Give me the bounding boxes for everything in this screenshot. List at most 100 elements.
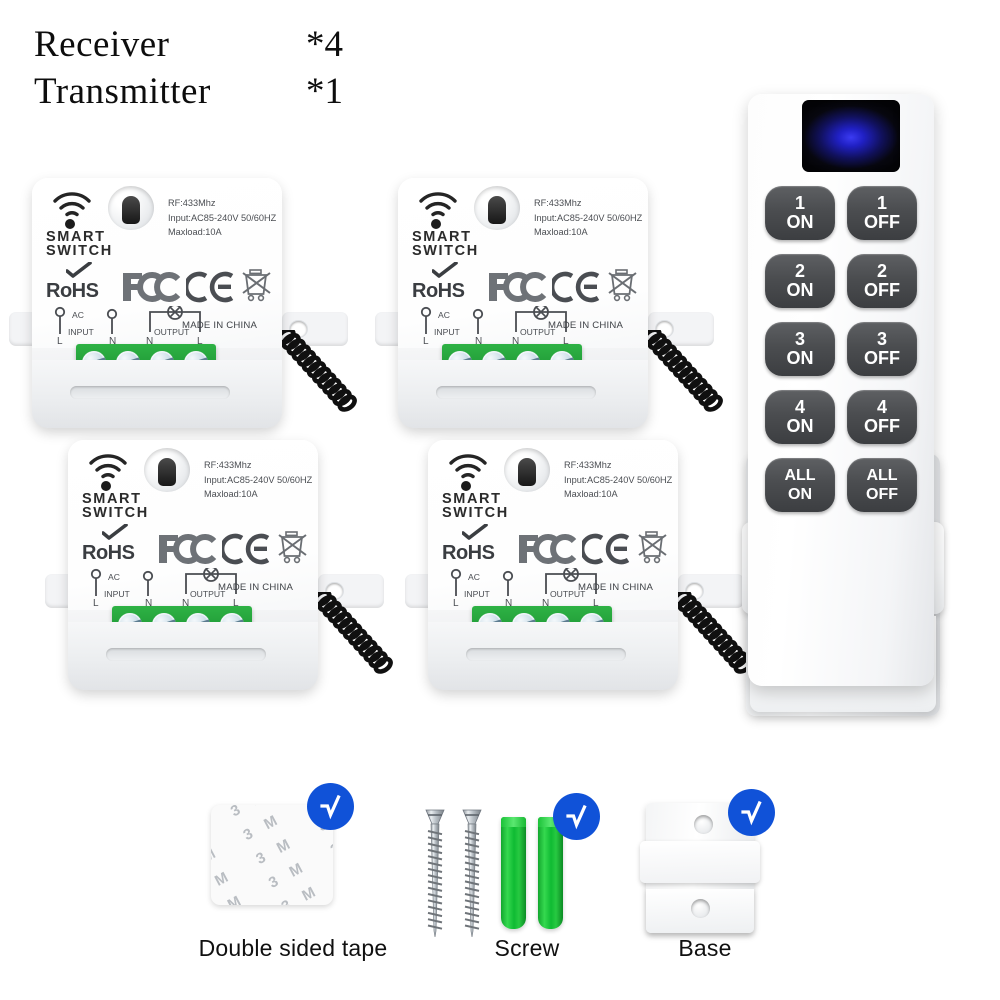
terminal-label-3: L: [563, 336, 569, 347]
terminal-label-3: L: [233, 598, 239, 609]
heading-row-transmitter: Transmitter *1: [34, 73, 343, 120]
wiring-output-label: OUTPUT: [550, 589, 586, 599]
button-number: 1: [794, 193, 805, 213]
origin-text: MADE IN CHINA: [548, 320, 624, 331]
spec-rf: RF:433Mhz: [564, 460, 612, 470]
rohs-label: RoHS: [46, 280, 99, 302]
pair-button-cap: [158, 458, 176, 486]
rohs-label: RoHS: [442, 542, 495, 564]
brand-line-2: SWITCH: [442, 505, 509, 521]
origin-text: MADE IN CHINA: [218, 582, 294, 593]
terminal-label-1: N: [505, 598, 513, 609]
transmitter-qty: *1: [306, 71, 343, 112]
remote-button-all-off[interactable]: ALL OFF: [847, 458, 917, 512]
remote-button-all-on[interactable]: ALL ON: [765, 458, 835, 512]
receiver-front-face: [32, 360, 282, 428]
button-state: OFF: [866, 486, 898, 503]
spec-maxload: Maxload:10A: [564, 489, 618, 499]
pair-button[interactable]: [144, 448, 190, 492]
terminal-label-1: N: [145, 598, 153, 609]
brand-line-2: SWITCH: [46, 243, 113, 259]
product-title-block: Receiver *4 Transmitter *1: [34, 26, 343, 120]
led-indicator: [65, 219, 75, 229]
led-indicator: [101, 481, 111, 491]
wifi-icon: [418, 192, 458, 222]
pair-button-cap: [518, 458, 536, 486]
pair-button[interactable]: [504, 448, 550, 492]
button-number: 1: [876, 193, 887, 213]
weee-bin-icon: [278, 530, 308, 571]
button-number: 3: [876, 329, 887, 349]
weee-bin-icon: [638, 530, 668, 571]
spring-antenna: [276, 327, 358, 414]
screw-icon-2: [462, 807, 482, 939]
button-state: ON: [786, 280, 814, 300]
wall-plug-icon-2: [538, 817, 563, 929]
check-badge-base: [728, 789, 775, 836]
led-indicator-window: [802, 100, 900, 172]
spec-input: Input:AC85-240V 50/60HZ: [564, 474, 673, 485]
wifi-icon: [88, 454, 128, 484]
wiring-ac-label: AC: [108, 572, 120, 582]
spring-antenna: [312, 589, 394, 676]
mounting-tab-right: [648, 312, 714, 346]
wiring-input-label: INPUT: [68, 327, 94, 337]
receiver-label: Receiver: [34, 24, 170, 65]
terminal-label-0: L: [93, 598, 99, 609]
pair-button[interactable]: [474, 186, 520, 230]
wifi-icon: [52, 192, 92, 222]
brand-line-2: SWITCH: [82, 505, 149, 521]
check-badge-tape: [307, 783, 354, 830]
wiring-input-label: INPUT: [104, 589, 130, 599]
base-screw-hole-top: [694, 815, 713, 834]
ce-icon: [183, 271, 238, 308]
pair-button[interactable]: [108, 186, 154, 230]
receiver-vent-slot: [436, 386, 596, 399]
receiver-vent-slot: [70, 386, 230, 399]
terminal-label-2: N: [512, 336, 520, 347]
button-state: OFF: [864, 348, 900, 368]
ce-icon: [549, 271, 604, 308]
terminal-label-0: L: [57, 336, 63, 347]
spring-antenna: [642, 327, 724, 414]
heading-row-receiver: Receiver *4: [34, 26, 343, 73]
button-state: ON: [788, 486, 812, 503]
origin-text: MADE IN CHINA: [578, 582, 654, 593]
rohs-check-icon: [431, 261, 458, 278]
button-number: ALL: [784, 467, 816, 484]
wiring-input-label: INPUT: [464, 589, 490, 599]
fcc-icon: [486, 270, 548, 309]
rohs-check-icon: [65, 261, 92, 278]
fcc-icon: [516, 532, 578, 571]
receiver-front-face: [428, 622, 678, 690]
receiver-vent-slot: [466, 648, 626, 661]
terminal-label-1: N: [109, 336, 117, 347]
spec-input: Input:AC85-240V 50/60HZ: [204, 474, 313, 485]
certification-marks: RoHS: [82, 523, 312, 566]
wiring-input-label: INPUT: [434, 327, 460, 337]
button-number: ALL: [866, 467, 898, 484]
button-state: ON: [786, 416, 814, 436]
led-indicator: [461, 481, 471, 491]
